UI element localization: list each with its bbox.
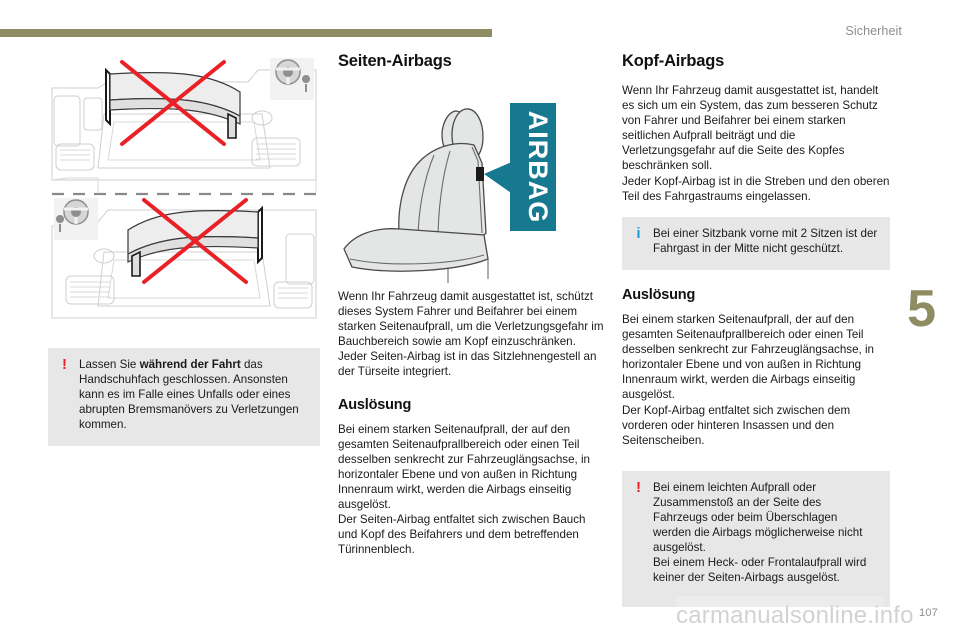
warning-exclamation-icon: ! — [636, 478, 641, 496]
warning-callout-glovebox: ! Lassen Sie während der Fahrt das Hands… — [48, 348, 320, 447]
warning-callout-aufprall-text: Bei einem leichten Aufprall oder Zusamme… — [646, 480, 878, 586]
warning-aufprall-paragraph-2: Bei einem Heck- oder Frontalaufprall wir… — [653, 556, 867, 585]
info-callout-sitzbank: i Bei einer Sitzbank vorne mit 2 Sitzen … — [622, 216, 890, 270]
info-i-icon: i — [636, 224, 641, 242]
ausloesung-kopf-paragraph-2: Der Kopf-Airbag entfaltet sich zwischen … — [622, 403, 851, 447]
airbag-pointer-arrow — [484, 161, 514, 195]
warning-text-bold: während der Fahrt — [139, 358, 241, 371]
warning-callout-aufprall: ! Bei einem leichten Aufprall oder Zusam… — [622, 470, 890, 608]
glovebox-illustration-svg — [51, 58, 317, 319]
warning-aufprall-paragraph-1: Bei einem leichten Aufprall oder Zusamme… — [653, 480, 863, 555]
header-rule — [0, 29, 492, 37]
steering-wheel-icon-upper — [270, 58, 314, 100]
airbag-label-box: AIRBAG — [516, 103, 556, 231]
ausloesung-kopf-paragraph-1: Bei einem starken Seitenaufprall, der au… — [622, 312, 874, 402]
section-title-kopf-airbags: Kopf-Airbags — [622, 52, 725, 70]
kopf-airbags-paragraph-1: Wenn Ihr Fahrzeug damit ausgestattet ist… — [622, 84, 879, 173]
column-middle: Seiten-Airbags — [338, 52, 604, 557]
airbag-module-marker — [476, 167, 484, 181]
prohibition-cross-upper — [120, 60, 226, 146]
column-right: Kopf-Airbags Wenn Ihr Fahrzeug damit aus… — [622, 52, 890, 608]
ausloesung-seiten-paragraph-1: Bei einem starken Seitenaufprall, der au… — [338, 422, 590, 512]
subsection-title-ausloesung-kopf: Auslösung — [622, 286, 696, 303]
seiten-airbags-paragraph-1: Wenn Ihr Fahrzeug damit ausgestattet ist… — [338, 290, 604, 349]
ausloesung-seiten-paragraph-2: Der Seiten-Airbag entfaltet sich zwische… — [338, 513, 586, 557]
page-number: 107 — [919, 607, 938, 619]
kopf-airbags-paragraph-2: Jeder Kopf-Airbag ist in die Streben und… — [622, 174, 890, 203]
glovebox-illustration — [48, 52, 320, 334]
column-left: ! Lassen Sie während der Fahrt das Hands… — [48, 52, 320, 447]
warning-text-rest: das Handschuhfach geschlossen. Ansonsten… — [79, 358, 299, 432]
subsection-title-ausloesung-seiten: Auslösung — [338, 396, 412, 413]
info-callout-sitzbank-text: Bei einer Sitzbank vorne mit 2 Sitzen is… — [653, 226, 878, 255]
prohibition-cross-lower — [142, 198, 248, 284]
seat-airbag-illustration-svg: AIRBAG — [343, 103, 556, 283]
warning-callout-glovebox-text: Lassen Sie während der Fahrt das Handsch… — [72, 357, 308, 432]
site-watermark: carmanualsonline.info — [676, 602, 914, 629]
steering-wheel-icon-lower — [54, 198, 98, 240]
chapter-number: 5 — [907, 280, 936, 338]
watermark-band — [676, 596, 884, 607]
warning-text-lead: Lassen Sie — [79, 358, 140, 371]
section-title-seiten-airbags: Seiten-Airbags — [338, 52, 452, 70]
warning-exclamation-icon: ! — [62, 356, 67, 373]
page-header-title: Sicherheit — [845, 24, 902, 38]
svg-text:AIRBAG: AIRBAG — [523, 111, 553, 224]
seat-airbag-illustration: AIRBAG — [338, 83, 604, 283]
seiten-airbags-paragraph-2: Jeder Seiten-Airbag ist in das Sitzlehne… — [338, 350, 597, 379]
